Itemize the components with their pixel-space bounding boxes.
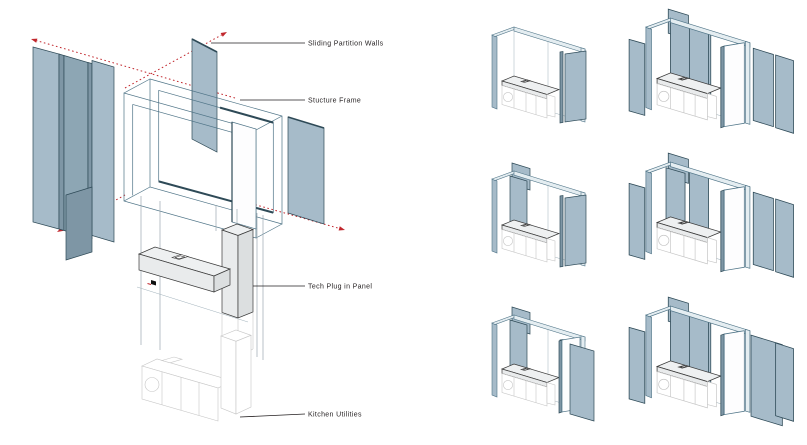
outlet-marker xyxy=(147,283,152,285)
frame-top-left-beam xyxy=(491,26,518,37)
tech-plug-socket-inner xyxy=(174,255,186,260)
partition-panel-rightOut2 xyxy=(775,342,794,422)
sliding-partition-wall-right xyxy=(287,116,325,225)
washing-machine-door xyxy=(658,378,670,390)
label-tech-plug-panel: Tech Plug in Panel xyxy=(308,284,372,291)
frame-left-upright xyxy=(645,170,652,255)
partition-panel-leftOut xyxy=(628,326,646,404)
partition-panel xyxy=(91,60,115,243)
frame-right-upright xyxy=(745,40,751,125)
partition-panel-rightParkedB xyxy=(564,50,587,123)
tech-plug-socket-inner xyxy=(679,77,688,80)
partition-panel-whiteDoor xyxy=(723,42,745,128)
frame-top-edge xyxy=(219,106,274,124)
tall-cabinet-right xyxy=(235,334,252,415)
variant-diagram-5 xyxy=(491,306,595,422)
partition-panel xyxy=(191,38,218,153)
slide-direction-arrow-up-right xyxy=(124,34,222,89)
frame-connector xyxy=(123,78,151,94)
partition-panel-whiteDoorEdge xyxy=(558,339,563,414)
frame-left-upright xyxy=(491,34,498,110)
arrowhead-down-right xyxy=(338,226,345,231)
partition-panel-rightOut1 xyxy=(752,191,774,272)
cabinet-top-detail xyxy=(160,356,184,364)
partition-panel-whiteDoorEdge xyxy=(720,45,725,129)
washing-machine-door xyxy=(658,90,670,102)
partition-panel-rightParkedA xyxy=(559,195,564,268)
frame-top-beam xyxy=(513,26,586,54)
panel-top-edge xyxy=(287,116,325,129)
washing-machine-door xyxy=(144,377,160,392)
partition-panel-whiteDoor xyxy=(723,186,745,272)
arrowhead-up-right xyxy=(220,32,227,37)
washing-machine-door xyxy=(503,92,513,102)
tall-cabinet xyxy=(546,94,556,118)
partition-panel-front xyxy=(65,186,93,261)
variant-diagram-6 xyxy=(628,296,794,427)
panel-top-edge xyxy=(191,38,218,53)
frame-connector xyxy=(255,115,283,131)
frame-door-panel xyxy=(231,121,257,230)
partition-panel-rightParkedB xyxy=(564,194,587,267)
frame-right-upright xyxy=(745,328,751,413)
tech-plug-socket-inner xyxy=(679,221,688,224)
tech-plug-socket-inner xyxy=(522,224,530,227)
frame-left-upright xyxy=(645,26,652,111)
sliding-partition-wall-top xyxy=(191,38,218,153)
annotations: Sliding Partition Walls Stucture Frame T… xyxy=(211,41,384,419)
partition-panel-rightDoorBig xyxy=(569,343,595,422)
column-right-face xyxy=(237,228,254,319)
tech-plug-panel xyxy=(136,223,255,358)
variant-diagram-3 xyxy=(491,162,587,268)
tall-cabinet xyxy=(707,93,717,120)
label-kitchen-utilities: Kitchen Utilities xyxy=(308,412,362,419)
tall-cabinet xyxy=(546,382,556,406)
partition-panel-whiteDoor xyxy=(723,330,745,416)
door-panel xyxy=(231,121,257,230)
partition-panel-rightOut2 xyxy=(775,198,794,278)
kitchen-utilities xyxy=(141,329,252,422)
partition-panel-rightOut2 xyxy=(775,54,794,134)
tech-plug-socket-inner xyxy=(522,80,530,83)
variant-diagram-4 xyxy=(628,152,794,278)
counter-side xyxy=(213,268,231,293)
frame-left-upright xyxy=(491,178,498,254)
label-structure-frame: Stucture Frame xyxy=(308,98,361,105)
tall-cabinet xyxy=(707,237,717,264)
partition-panel-rightOutBig xyxy=(750,334,783,427)
partition-panel-leftOut xyxy=(628,182,646,260)
partition-panel-leftOut xyxy=(628,38,646,116)
frame-connector xyxy=(123,186,151,202)
partition-panel xyxy=(32,46,60,230)
tall-cabinet xyxy=(707,381,717,408)
frame-left-upright xyxy=(645,314,652,399)
leader-line xyxy=(239,413,306,418)
tall-cabinet xyxy=(546,238,556,262)
partition-panel xyxy=(287,116,325,225)
label-sliding-partition-walls: Sliding Partition Walls xyxy=(308,41,384,48)
partition-panel-rightOut1 xyxy=(752,47,774,128)
tech-plug-socket-inner xyxy=(679,365,688,368)
tall-cabinet-left xyxy=(220,335,237,415)
frame-inner-back xyxy=(132,104,248,137)
partition-panel-whiteDoorEdge xyxy=(720,189,725,273)
washing-machine-door xyxy=(503,236,513,246)
washing-machine-door xyxy=(503,380,513,390)
frame-right-upright xyxy=(745,184,751,269)
power-outlet xyxy=(151,280,156,286)
sliding-partition-walls-left xyxy=(32,46,115,261)
frame-connector xyxy=(255,223,283,239)
main-exploded-diagram: Sliding Partition Walls Stucture Frame T… xyxy=(31,32,384,422)
cable-line xyxy=(136,286,249,323)
washing-machine-door xyxy=(658,234,670,246)
variant-diagram-1 xyxy=(491,26,587,124)
structure-frame xyxy=(123,78,283,239)
frame-left-upright xyxy=(491,322,498,398)
partition-panel-whiteDoorEdge xyxy=(720,333,725,417)
tech-plug-socket-inner xyxy=(522,368,530,371)
arrowhead-up-left xyxy=(31,38,38,43)
partition-panel-rightParkedA xyxy=(559,51,564,124)
partition-panel-edge xyxy=(58,53,65,231)
variant-diagram-2 xyxy=(628,8,794,134)
